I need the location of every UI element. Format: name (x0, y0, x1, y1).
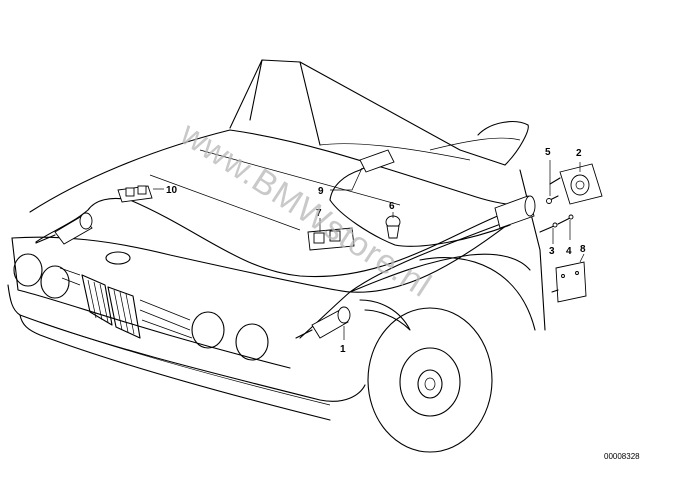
part-6-grommet (385, 215, 401, 239)
part-nozzle-left (35, 212, 93, 245)
washer-pump-cylinder (494, 195, 536, 229)
part-9-hose-connector (359, 149, 395, 173)
callout-1: 1 (340, 344, 346, 355)
callout-10: 10 (166, 185, 178, 196)
bmw-roundel (105, 251, 131, 265)
part-7-connector (307, 227, 355, 251)
headlights-right (191, 311, 269, 361)
front-wheel (367, 307, 493, 453)
callout-2: 2 (576, 148, 582, 159)
diagram-reference-number: 00008328 (604, 452, 640, 461)
part-1-nozzle-right (295, 306, 351, 339)
callout-6: 6 (389, 201, 395, 212)
part-3-terminal (539, 222, 558, 233)
callout-7: 7 (316, 208, 322, 219)
callout-5: 5 (545, 147, 551, 158)
part-2-pump-motor (549, 163, 603, 205)
part-8-bracket (551, 261, 587, 303)
callout-9: 9 (318, 186, 324, 197)
callout-labels: 1 2 3 4 5 6 7 8 9 10 (166, 147, 586, 355)
part-10-hose-clip (117, 185, 153, 203)
washer-hose-cowl (329, 199, 511, 247)
callout-4: 4 (566, 246, 572, 257)
headlights-left (13, 253, 70, 299)
leader-lines (153, 160, 585, 340)
part-4-terminal (557, 214, 574, 225)
kidney-grille (59, 267, 193, 339)
car-front-illustration (7, 59, 546, 453)
callout-3: 3 (549, 246, 555, 257)
callout-8: 8 (580, 244, 586, 255)
part-5-screw (546, 195, 559, 204)
washer-hose-top (329, 159, 381, 201)
washer-hose-right (299, 214, 526, 339)
